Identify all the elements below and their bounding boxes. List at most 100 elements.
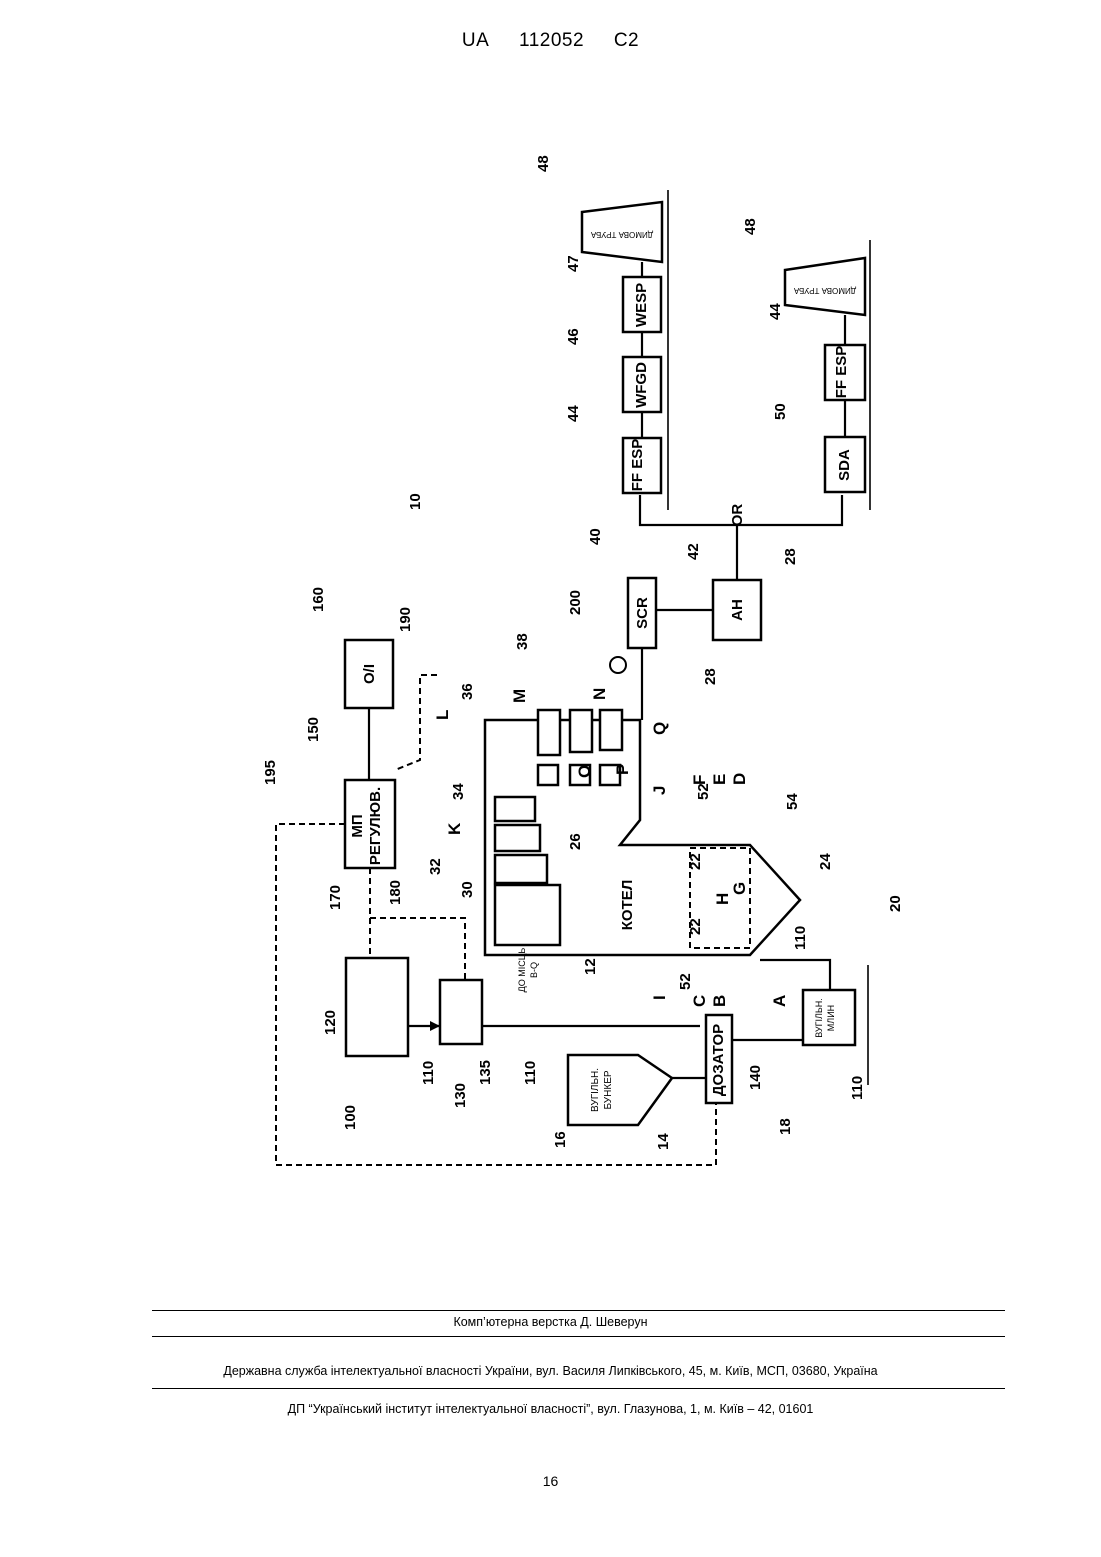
letter-b: B	[710, 995, 729, 1007]
stack-label-2: ДИМОВА ТРУБА	[793, 286, 856, 295]
signal-190	[395, 675, 437, 770]
ref-46: 46	[565, 328, 582, 345]
unit-130-box	[440, 980, 482, 1044]
ref-28b: 28	[782, 548, 799, 565]
doser-label: ДОЗАТОР	[710, 1024, 727, 1096]
ref-44a: 44	[565, 405, 582, 422]
footer-rule-1	[152, 1310, 1005, 1311]
letter-o: O	[575, 765, 594, 778]
letter-c: C	[690, 995, 709, 1007]
ref-190: 190	[397, 607, 414, 632]
letter-p: P	[613, 764, 632, 775]
ref-140: 140	[747, 1065, 764, 1090]
ref-180: 180	[387, 880, 404, 905]
boiler-zone-30	[495, 885, 560, 945]
scr-label: SCR	[634, 597, 651, 629]
ref-48a: 48	[535, 155, 552, 172]
ref-110b: 110	[522, 1061, 539, 1085]
letter-a: A	[770, 995, 789, 1007]
ref-130: 130	[452, 1083, 469, 1108]
ref-135: 135	[477, 1060, 494, 1085]
wesp-label: WESP	[633, 283, 650, 327]
patent-drawing: МП РЕГУЛЮВ. O/I КОТЕЛ SCR AH OR FF ESP W…	[0, 0, 1101, 1300]
controller-label-2: РЕГУЛЮВ.	[367, 787, 384, 865]
ff-esp-label-2: FF ESP	[833, 346, 850, 399]
boiler-coil-l	[538, 710, 560, 755]
ref-12: 12	[582, 958, 599, 975]
letter-j: J	[650, 786, 669, 795]
ah-label: AH	[729, 599, 746, 621]
to-places-label: ДО МІСЦЬ	[517, 948, 527, 993]
ref-30: 30	[459, 881, 476, 898]
ref-34: 34	[450, 783, 467, 800]
footer-agency: Державна служба інтелектуальної власност…	[0, 1364, 1101, 1378]
ref-47: 47	[565, 255, 582, 272]
ref-160: 160	[310, 587, 327, 612]
ff-esp-label-1: FF ESP	[629, 439, 646, 492]
ref-44b: 44	[767, 303, 784, 320]
stack-label-1: ДИМОВА ТРУБА	[590, 230, 653, 239]
ref-14: 14	[655, 1133, 672, 1150]
ref-42: 42	[685, 543, 702, 560]
ref-200: 200	[567, 590, 584, 615]
to-places-label-2: B-Q	[529, 962, 539, 978]
oi-label: O/I	[361, 664, 378, 684]
ref-50: 50	[772, 403, 789, 420]
coal-bunker-label-2: БУНКЕР	[603, 1070, 614, 1109]
letter-f: F	[690, 775, 709, 785]
footer-institute: ДП “Український інститут інтелектуальної…	[0, 1402, 1101, 1416]
ref-24: 24	[817, 853, 834, 870]
branch-upper	[640, 495, 737, 580]
ref-150: 150	[305, 717, 322, 742]
coal-bunker-label: ВУГІЛЬН.	[590, 1068, 601, 1112]
mill-to-boiler	[760, 960, 830, 990]
boiler-zone-34	[495, 825, 540, 851]
page-number: 16	[0, 1473, 1101, 1489]
footer-rule-2	[152, 1336, 1005, 1337]
letter-k: K	[445, 822, 464, 835]
letter-i: I	[650, 995, 669, 1000]
ref-110c: 110	[792, 926, 809, 950]
ref-20: 20	[887, 895, 904, 912]
or-label: OR	[729, 504, 746, 527]
letter-l: L	[433, 710, 452, 720]
boiler-zone-36	[495, 797, 535, 821]
boiler-coil-n	[600, 710, 622, 750]
ref-26: 26	[567, 833, 584, 850]
letter-n: N	[590, 688, 609, 700]
ref-40: 40	[587, 528, 604, 545]
ref-22a: 22	[687, 918, 704, 935]
wfgd-label: WFGD	[633, 362, 650, 408]
boiler-zone-32	[495, 855, 547, 883]
ref-32: 32	[427, 858, 444, 875]
ref-52b: 52	[677, 973, 694, 990]
branch-lower	[737, 495, 842, 525]
ref-18: 18	[777, 1118, 794, 1135]
ref-110a: 110	[420, 1061, 437, 1085]
boiler-label: КОТЕЛ	[619, 880, 636, 931]
unit-120-box	[346, 958, 408, 1056]
footer-typesetting: Комп’ютерна верстка Д. Шеверун	[0, 1315, 1101, 1329]
ref-38: 38	[514, 633, 531, 650]
controller-label-1: МП	[349, 814, 366, 837]
coal-bunker	[568, 1055, 672, 1125]
ref-28a: 28	[702, 668, 719, 685]
drawing-svg: МП РЕГУЛЮВ. O/I КОТЕЛ SCR AH OR FF ESP W…	[0, 0, 1101, 1300]
sda-label: SDA	[836, 449, 853, 481]
ref-22b: 22	[687, 853, 704, 870]
letter-e: E	[710, 774, 729, 785]
letter-d: D	[730, 773, 749, 785]
ref-48b: 48	[742, 218, 759, 235]
ref-120: 120	[322, 1010, 339, 1035]
letter-h: H	[713, 893, 732, 905]
boiler-coil-m	[570, 710, 592, 752]
coal-mill-label: ВУГІЛЬН.	[814, 998, 824, 1038]
ref-16: 16	[552, 1131, 569, 1148]
ref-170: 170	[327, 885, 344, 910]
ref-195: 195	[262, 760, 279, 785]
ref-100: 100	[342, 1105, 359, 1130]
coal-mill-label-2: МЛИН	[826, 1005, 836, 1031]
ref-10: 10	[407, 493, 424, 510]
boiler-coil-o	[538, 765, 558, 785]
sensor-200	[610, 657, 626, 673]
